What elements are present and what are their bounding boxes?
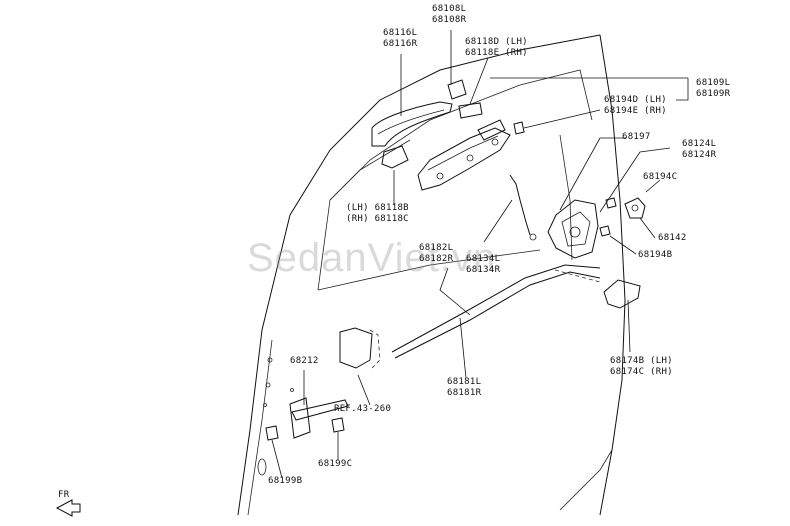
inner-escutcheon: [381, 145, 409, 169]
label-68116: 68116L 68116R: [383, 28, 418, 49]
handle-cover: [447, 79, 483, 119]
bolt-68194d: [513, 121, 525, 135]
label-68109: 68109L 68109R: [696, 78, 731, 99]
label-fr: FR: [58, 490, 70, 500]
watermark: SedanViet.vn: [247, 236, 497, 280]
door-latch: [547, 199, 599, 259]
label-68194c: 68194C: [643, 172, 678, 182]
label-68174: 68174B (LH) 68174C (RH): [610, 356, 673, 377]
label-68181: 68181L 68181R: [447, 377, 482, 398]
label-68108: 68108L 68108R: [432, 4, 467, 25]
label-68212: 68212: [290, 356, 319, 366]
label-68199b: 68199B: [268, 476, 303, 486]
lock-actuator: [603, 279, 641, 309]
label-68124: 68124L 68124R: [682, 139, 717, 160]
label-68118de: 68118D (LH) 68118E (RH): [465, 37, 528, 58]
leader-lines: [271, 30, 689, 479]
handle-frame: [417, 119, 511, 191]
lock-rod: [509, 174, 537, 241]
bolt-68199b: [265, 425, 279, 441]
nut-68199c: [331, 417, 345, 433]
door-holes: [257, 357, 294, 476]
door-panel-outline: [237, 34, 626, 516]
inner-handle: [339, 327, 381, 369]
striker: [624, 197, 646, 219]
label-ref-43-260: REF.43-260: [334, 404, 392, 414]
front-arrow-icon: [55, 499, 81, 517]
outer-handle: [371, 101, 453, 147]
bolt-68194c: [605, 197, 617, 209]
label-68194de: 68194D (LH) 68194E (RH): [604, 95, 667, 116]
label-68194b: 68194B: [638, 250, 673, 260]
label-68182: 68182L 68182R: [419, 243, 454, 264]
label-68199c: 68199C: [318, 459, 353, 469]
door-check: [289, 397, 349, 439]
label-68142: 68142: [658, 233, 687, 243]
label-68118bc: (LH) 68118B (RH) 68118C: [346, 203, 409, 224]
lock-cables: [391, 264, 601, 359]
bolt-68194b: [599, 225, 611, 237]
label-68197: 68197: [622, 132, 651, 142]
label-68134: 68134L 68134R: [466, 254, 501, 275]
